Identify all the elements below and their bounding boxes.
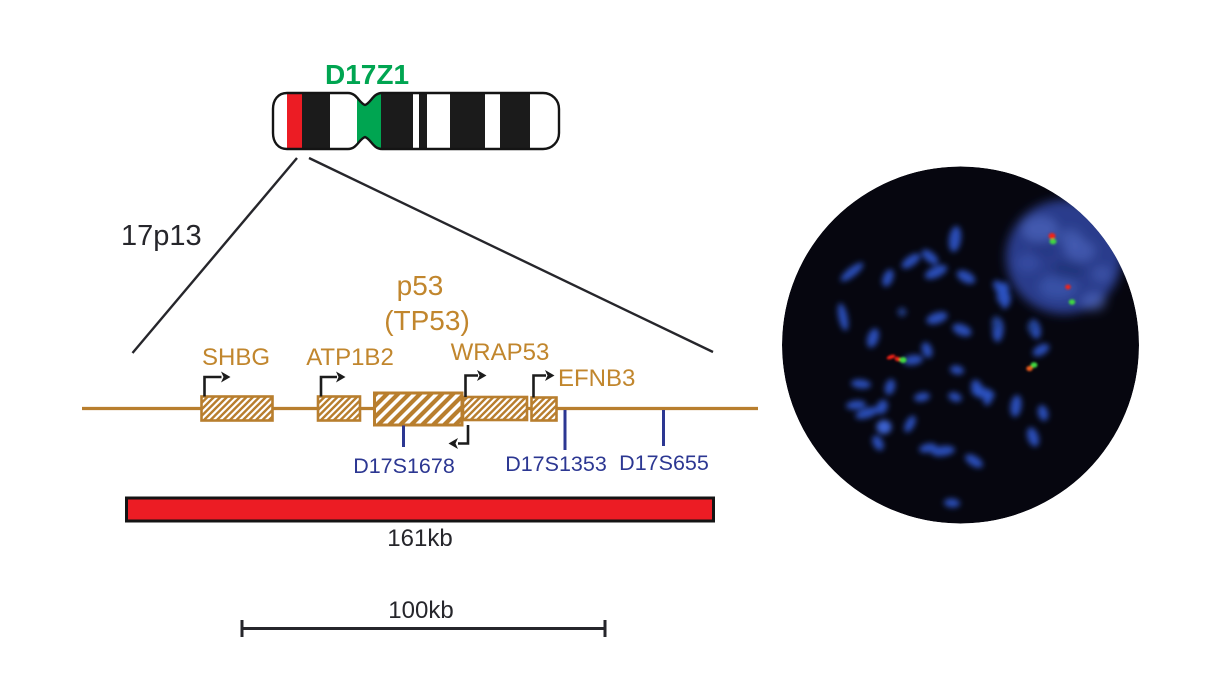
fish-chromosomes: [837, 226, 1050, 508]
fish-chromosome-blob: [876, 399, 888, 415]
fish-chromosome-blob: [1001, 293, 1011, 309]
fish-signal-red: [886, 354, 896, 360]
fish-chromosome-blob: [846, 400, 866, 410]
chromosome-band-black: [419, 93, 427, 149]
chromosome-band-black: [500, 93, 530, 149]
fish-image: [782, 166, 1139, 524]
fish-signal-red: [1048, 233, 1056, 239]
fish-signal-green: [1049, 238, 1057, 245]
fish-chromosome-blob: [840, 262, 864, 282]
fish-signal-green: [1030, 362, 1038, 368]
fish-chromosome-blob: [921, 249, 939, 265]
interphase-nucleus: [1006, 200, 1122, 314]
fish-chromosome-blob: [991, 316, 1001, 330]
promoter-arrow-wrap53: [464, 370, 487, 397]
fish-chromosome-blob: [924, 264, 948, 280]
scale-bar: 100kb: [240, 597, 607, 637]
probe-bar-label: 161kb: [387, 525, 452, 552]
promoter-arrow-efnb3: [532, 370, 555, 398]
region-bracket-line-right: [308, 156, 714, 354]
gene-box-p53: [373, 391, 464, 427]
fish-chromosome-blob: [956, 270, 976, 284]
gene-label-atp1b2: ATP1B2: [306, 344, 394, 371]
fish-chromosome-blob: [971, 379, 983, 397]
gene-label-efnb3: EFNB3: [558, 365, 635, 392]
fish-chromosome-blob: [944, 498, 960, 508]
fish-chromosome-blob: [837, 303, 849, 331]
fish-chromosome-blob: [903, 354, 923, 366]
fish-chromosome-blob: [921, 342, 933, 358]
fish-chromosome-blob: [948, 392, 962, 402]
centromere-label: D17Z1: [325, 59, 409, 90]
promoter-arrow-atp1b2: [319, 371, 346, 397]
fish-chromosome-blob: [1037, 405, 1049, 421]
fish-chromosome-blob: [1026, 427, 1040, 447]
fish-chromosome-blob: [914, 392, 930, 402]
fish-chromosome-blob: [952, 323, 972, 337]
marker-label-d17s1678: D17S1678: [353, 454, 455, 478]
probe-bar: [125, 496, 715, 523]
gene-label-p53: p53: [397, 270, 444, 301]
fish-chromosome-blob: [1032, 343, 1050, 357]
fish-chromosome-blob: [993, 280, 1007, 296]
region-label: 17p13: [121, 220, 202, 252]
fish-chromosome-blob: [851, 379, 871, 389]
fish-chromosome-blob: [948, 226, 962, 252]
gene-box-shbg: [200, 395, 274, 422]
fish-chromosome-blob: [965, 454, 983, 468]
fish-signal-orange: [1026, 365, 1033, 372]
chromosome-ideogram: [271, 91, 561, 151]
gene-box-wrap53: [461, 395, 529, 422]
gene-box-efnb3: [530, 396, 558, 422]
fish-chromosome-blob: [866, 328, 880, 348]
chromosome-band-red: [287, 93, 302, 149]
scale-bar-label: 100kb: [388, 597, 453, 624]
gene-label-shbg: SHBG: [202, 344, 270, 371]
fish-chromosome-blob: [1027, 320, 1037, 334]
fish-chromosome-blob: [950, 365, 964, 375]
fish-chromosome-blob: [872, 435, 884, 451]
gene-label-tp53: (TP53): [384, 305, 470, 336]
chromosome-bands: [287, 93, 530, 149]
fish-signals: [886, 233, 1076, 372]
chromosome-band-black: [302, 93, 330, 149]
promoter-arrow-shbg: [203, 371, 231, 397]
marker-label-d17s1353: D17S1353: [505, 452, 607, 476]
fish-chromosome-blob: [931, 445, 955, 457]
fish-chromosome-blob: [904, 415, 916, 433]
gene-box-atp1b2: [316, 395, 362, 422]
fish-chromosome-blob: [897, 307, 907, 317]
fish-chromosome-blob: [901, 253, 921, 269]
fish-chromosome-blob: [884, 379, 896, 395]
chromosome-band-black: [450, 93, 485, 149]
fish-chromosome-blob: [882, 269, 894, 287]
fish-signal-red: [894, 356, 901, 362]
fish-chromosome-blob: [876, 420, 892, 434]
marker-label-d17s655: D17S655: [619, 451, 709, 475]
fish-signal-green: [899, 357, 907, 363]
promoter-arrow-tp53-reverse: [448, 425, 470, 449]
gene-label-wrap53: WRAP53: [451, 339, 550, 366]
region-bracket-line-left: [131, 157, 298, 354]
chromosome-outline: [271, 91, 561, 151]
fish-signal-green: [1068, 299, 1076, 305]
fish-chromosome-blob: [1010, 395, 1022, 417]
fish-chromosome-blob: [855, 406, 879, 420]
fish-signal-red: [1065, 284, 1071, 290]
fish-chromosome-blob: [926, 311, 948, 325]
gene-map: SHBG ATP1B2 p53 (TP53) WRAP53 EFNB3: [82, 270, 758, 478]
fish-chromosome-blob: [983, 390, 993, 406]
chromosome-band-black: [381, 93, 413, 149]
